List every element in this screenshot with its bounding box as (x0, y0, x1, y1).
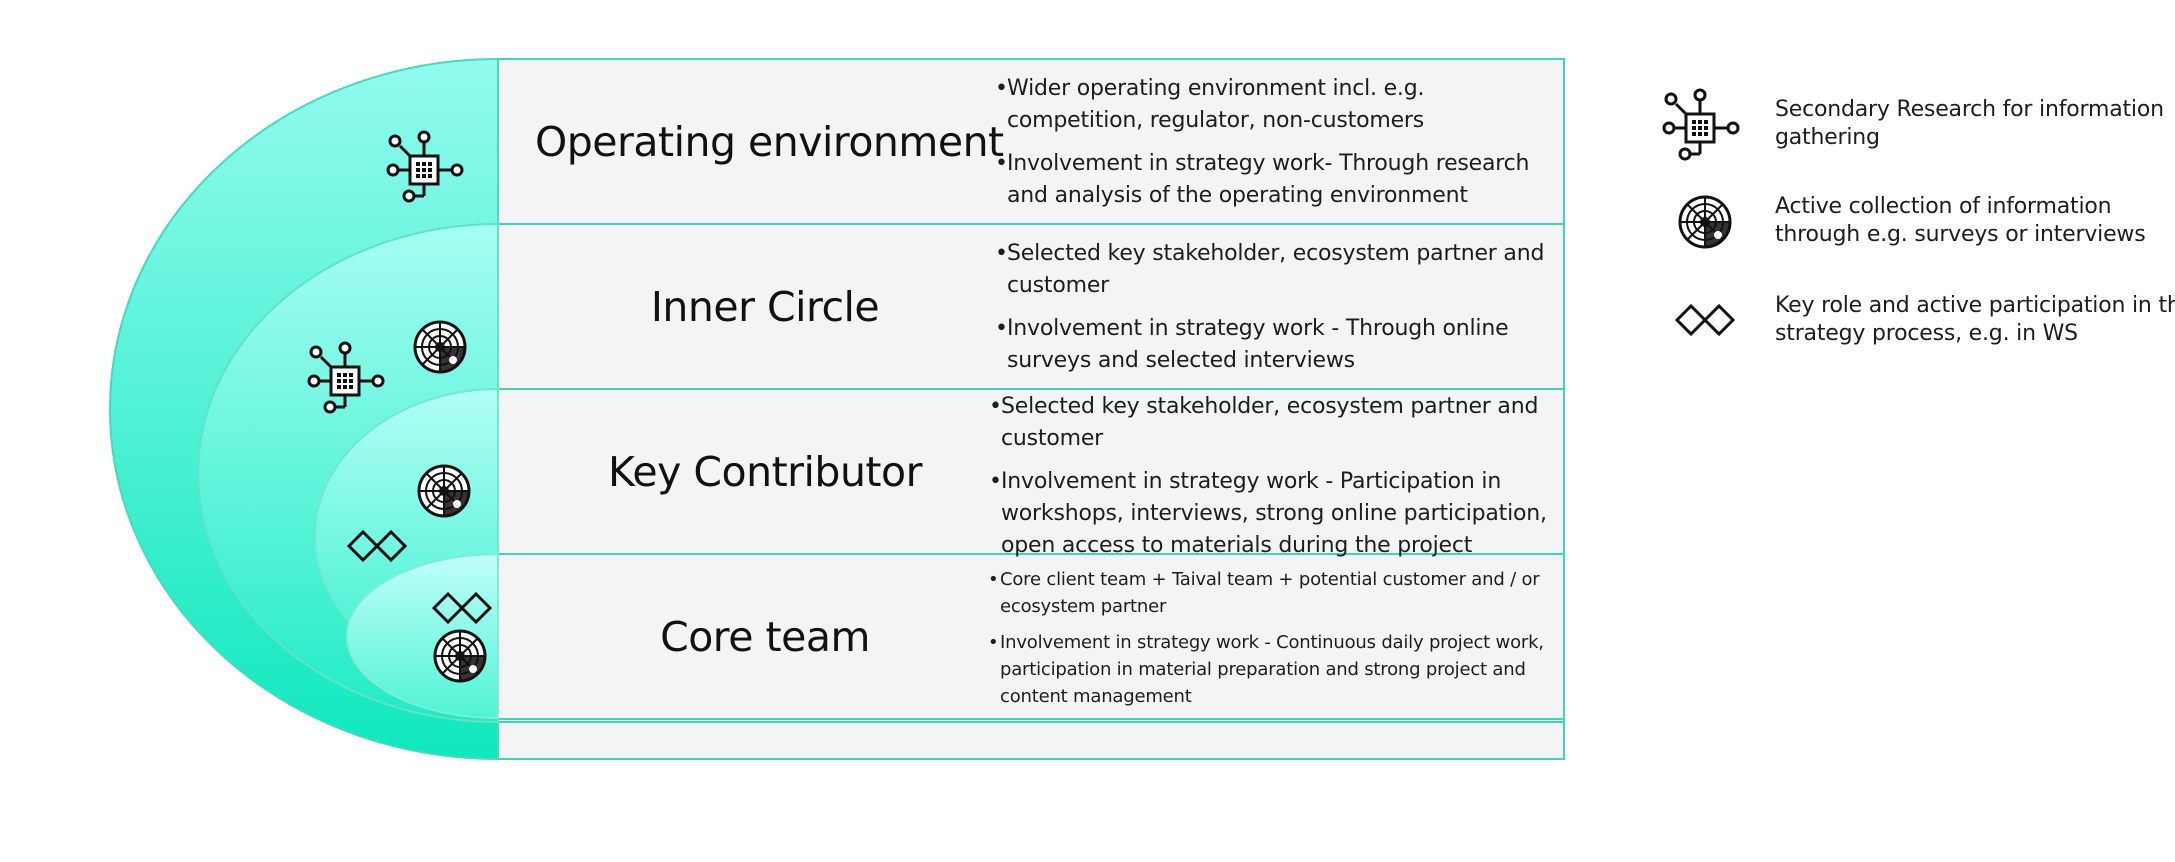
legend-text: Key role and active participation in the… (1775, 293, 2175, 346)
bullet-item: •Involvement in strategy work - Continuo… (988, 632, 1544, 707)
bullet-item: •Involvement in strategy work - Particip… (989, 469, 1547, 558)
active-collection-icon (433, 629, 487, 683)
band-core-team (497, 553, 1565, 720)
base-strip-outer (497, 721, 1565, 760)
legend-text: Active collection of information through… (1775, 194, 2146, 247)
legend-active-collection-icon (1678, 195, 1732, 249)
legend-key-role-icon (1675, 304, 1735, 336)
active-collection-icon (413, 320, 467, 374)
bullet-item: •Involvement in strategy work- Through r… (995, 151, 1530, 208)
legend-text: Secondary Research for information gathe… (1775, 97, 2164, 150)
band-operating-environment (497, 58, 1565, 225)
bullet-item: •Core client team + Taival team + potent… (988, 569, 1540, 617)
active-collection-icon (417, 464, 471, 518)
bullet-item: •Involvement in strategy work - Through … (995, 316, 1509, 373)
layer-title-inner-circle: Inner Circle (650, 283, 880, 331)
layer-title-operating-environment: Operating environment (535, 118, 1004, 166)
layer-title-key-contributor: Key Contributor (608, 448, 922, 496)
band-key-contributor (497, 388, 1565, 555)
layer-title-core-team: Core team (660, 613, 870, 661)
bullet-item: •Selected key stakeholder, ecosystem par… (995, 241, 1545, 298)
band-inner-circle (497, 223, 1565, 390)
legend-secondary-research-icon (1662, 88, 1740, 161)
bullet-item: •Wider operating environment incl. e.g. … (995, 76, 1425, 133)
bullet-item: •Selected key stakeholder, ecosystem par… (989, 394, 1539, 451)
